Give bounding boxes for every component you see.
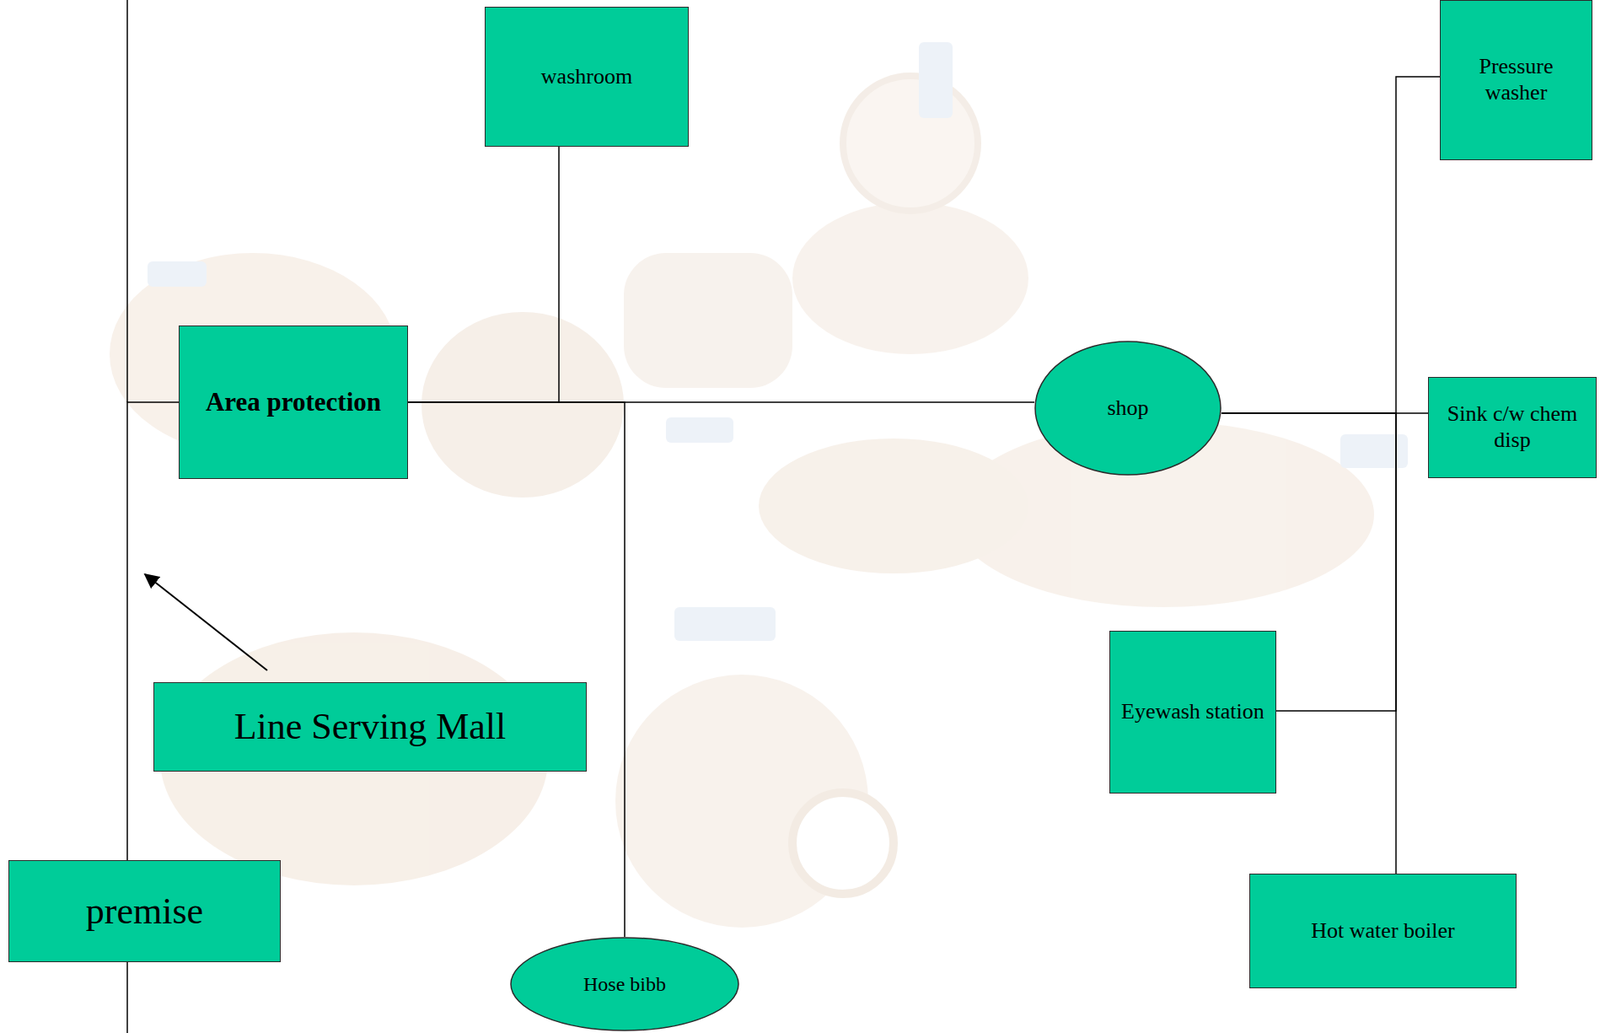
valve-body xyxy=(792,202,1029,355)
pipe-connector xyxy=(408,146,559,403)
mall-supply-line xyxy=(126,0,129,403)
faded-valve-photo xyxy=(109,42,1408,928)
node-label: washroom xyxy=(536,64,638,91)
valve-body xyxy=(623,252,793,388)
callout-box: Line Serving Mall xyxy=(153,681,587,772)
valve-handle xyxy=(1340,434,1408,468)
protection-box: Area protection xyxy=(178,325,409,479)
ellipse-shape xyxy=(510,937,739,1031)
ellipse-shape xyxy=(1035,341,1221,475)
valve-body xyxy=(421,311,624,498)
valve-handle xyxy=(918,42,953,119)
node-label: shop xyxy=(1101,395,1154,422)
fixture-box: Hot water boiler xyxy=(1249,873,1517,988)
node-label: Eyewash station xyxy=(1116,698,1270,725)
valve-handle xyxy=(674,606,776,641)
fixture-box: washroom xyxy=(484,6,689,147)
node-label: Hose bibb xyxy=(578,971,672,996)
valve-body xyxy=(758,438,1029,574)
fixture-ellipse: Hose bibb xyxy=(510,936,740,1031)
fixture-box: Pressure washer xyxy=(1439,0,1593,161)
mall-supply-line xyxy=(126,961,129,1033)
node-label: Pressure washer xyxy=(1440,53,1592,106)
premise-box: premise xyxy=(8,859,281,962)
valve-port xyxy=(842,75,978,211)
valve-handle xyxy=(665,417,734,443)
area-ellipse: shop xyxy=(1034,340,1222,476)
pipe-connector xyxy=(1221,76,1440,414)
node-label: Hot water boiler xyxy=(1305,918,1460,945)
node-label: Line Serving Mall xyxy=(229,704,512,749)
valve-port xyxy=(792,792,894,894)
pipe-connector xyxy=(127,402,179,860)
pipe-connector xyxy=(408,401,1035,403)
leader-arrow xyxy=(144,574,268,671)
fixture-box: Eyewash station xyxy=(1109,630,1277,794)
pipe-connector xyxy=(408,402,625,937)
valve-handle xyxy=(147,261,207,287)
node-label: Area protection xyxy=(200,386,387,419)
node-label: Sink c/w chem disp xyxy=(1428,401,1596,453)
node-label: premise xyxy=(80,889,209,934)
fixture-box: Sink c/w chem disp xyxy=(1428,376,1597,478)
